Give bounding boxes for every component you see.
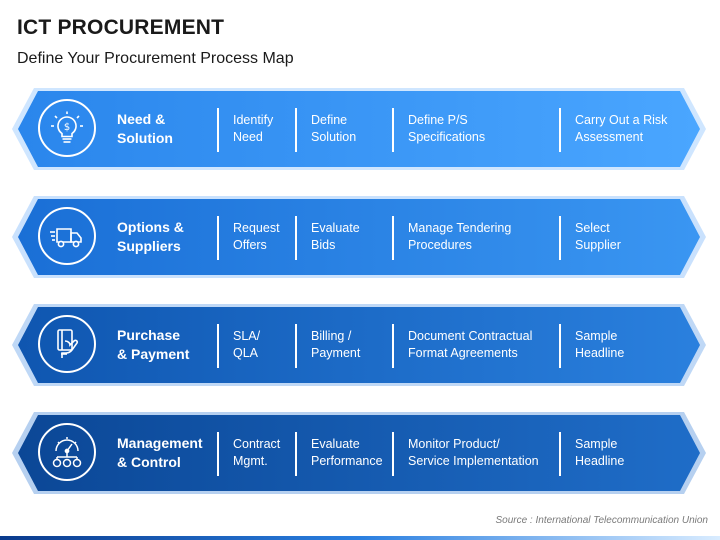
divider: [559, 324, 561, 368]
step-1: SLA/QLA: [233, 329, 261, 360]
row-title: Options &Suppliers: [117, 219, 184, 254]
page-subtitle: Define Your Procurement Process Map: [17, 50, 294, 67]
divider: [217, 108, 219, 152]
bottom-accent-bar: [0, 536, 720, 540]
row-banner: [12, 88, 706, 170]
delivery-truck-icon: [38, 207, 96, 265]
divider: [295, 324, 297, 368]
divider: [559, 108, 561, 152]
source-note: Source : International Telecommunication…: [495, 515, 708, 526]
divider: [217, 216, 219, 260]
row-title: Purchase& Payment: [117, 327, 190, 362]
row-title: Management& Control: [117, 435, 203, 470]
step-2: Billing /Payment: [311, 329, 361, 360]
gauge-control-icon: [38, 423, 96, 481]
row-banner: [12, 412, 706, 494]
card-payment-icon: [38, 315, 96, 373]
divider: [392, 432, 394, 476]
divider: [392, 216, 394, 260]
divider: [295, 216, 297, 260]
svg-text:$: $: [64, 122, 70, 133]
row-banner: [12, 304, 706, 386]
divider: [392, 108, 394, 152]
divider: [295, 432, 297, 476]
process-row-purchase-payment: Purchase& Payment SLA/QLA Billing /Payme…: [12, 304, 706, 386]
step-3: Monitor Product/Service Implementation: [408, 437, 539, 468]
divider: [559, 432, 561, 476]
page-title: ICT PROCUREMENT: [17, 16, 225, 39]
divider: [295, 108, 297, 152]
divider: [559, 216, 561, 260]
divider: [217, 324, 219, 368]
divider: [392, 324, 394, 368]
lightbulb-dollar-icon: $: [38, 99, 96, 157]
row-title: Need &Solution: [117, 111, 173, 146]
divider: [217, 432, 219, 476]
row-banner: [12, 196, 706, 278]
